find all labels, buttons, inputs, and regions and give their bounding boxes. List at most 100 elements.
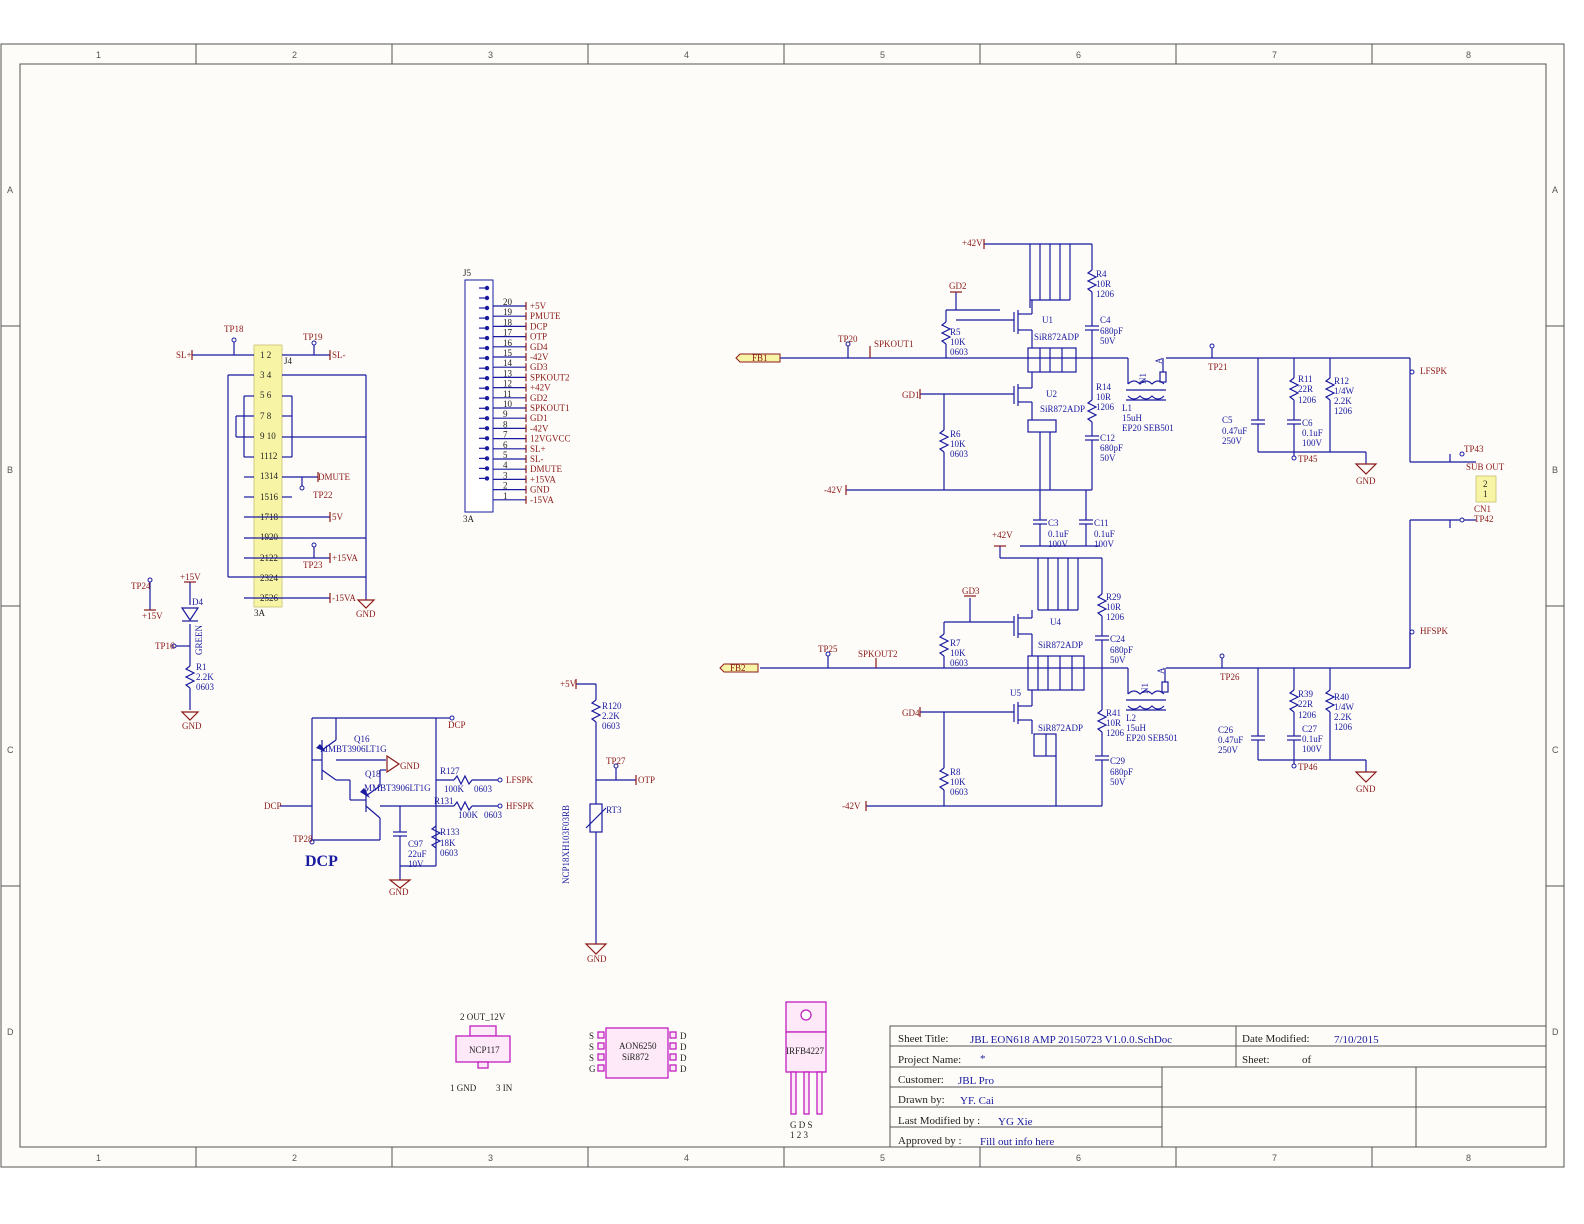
j4-connector: 1 2 3 4 5 6 7 8 9 10 1112 1314 1516 1718… (176, 324, 376, 619)
tp-label: TP20 (838, 334, 858, 344)
j5-net-label: OTP (530, 332, 547, 342)
j5-net-label: GD2 (530, 393, 548, 403)
res-value: 2.2K (602, 711, 620, 721)
net-label: GD2 (949, 281, 967, 291)
project-label: Project Name: (898, 1054, 961, 1066)
row-label: D (7, 1027, 14, 1037)
mosfet-part: SiR872ADP (1038, 640, 1083, 650)
j5-pin-number: 11 (503, 389, 512, 399)
res-ref: R39 (1298, 689, 1314, 699)
j5-net-label: GD3 (530, 362, 548, 372)
sheet-title-value: JBL EON618 AMP 20150723 V1.0.0.SchDoc (970, 1034, 1172, 1046)
irfb4227-part: IRFB4227 G D S 1 2 3 (785, 1001, 827, 1140)
pin-label: S (589, 1053, 594, 1063)
cap-rating: 100V (1302, 438, 1323, 448)
connector-ref: CN1 (1474, 504, 1491, 514)
inductor-pin: A (1154, 357, 1164, 364)
net-label: FB2 (730, 663, 746, 673)
pin-label: G (589, 1064, 596, 1074)
mosfet-part: SiR872ADP (1034, 332, 1079, 342)
row-label: B (7, 465, 13, 475)
led-color: GREEN (194, 625, 204, 655)
pin-label: D (680, 1031, 687, 1041)
net-label: DCP (448, 720, 466, 730)
col-label: 8 (1466, 50, 1471, 60)
j5-net-label: +5V (530, 301, 547, 311)
gnd-label: GND (1356, 784, 1376, 794)
ncp117-part: 2 OUT_12V NCP117 1 GND 3 IN (450, 1012, 513, 1093)
tp-label: TP46 (1298, 762, 1318, 772)
col-label: 1 (96, 1153, 101, 1163)
j4-pin: 5 6 (260, 390, 272, 400)
inductor-label: N1 (1140, 683, 1150, 694)
row-label: C (7, 745, 14, 755)
amp-channel-2: +42V GD3 GD4 -42V FB2 TP25 SPKOUT2 TP26 … (719, 530, 1449, 811)
transistor-part: MMBT3906LT1G (320, 744, 387, 754)
cap-rating: 100V (1048, 539, 1069, 549)
net-label: -42V (842, 801, 861, 811)
net-label: SPKOUT2 (858, 649, 898, 659)
inductor-value: 15uH (1126, 723, 1147, 733)
row-label: C (1552, 745, 1559, 755)
row-label: D (1552, 1027, 1559, 1037)
res-value: 22R (1298, 699, 1313, 709)
res-value: 10K (950, 777, 966, 787)
irf-part: IRFB4227 (786, 1046, 825, 1056)
res-package: 1206 (1298, 710, 1317, 720)
cap-rating: 100V (1094, 539, 1115, 549)
net-label: +42V (992, 530, 1013, 540)
inductor-label: N1 (1138, 373, 1148, 384)
j4-pin: 1516 (260, 492, 279, 502)
res-package: 0603 (196, 682, 215, 692)
date-value: 7/10/2015 (1334, 1034, 1379, 1046)
net-label: +15V (142, 611, 163, 621)
net-label: -15VA (332, 593, 356, 603)
j5-pin-number: 4 (503, 460, 508, 470)
res-package: 0603 (484, 810, 503, 820)
res-power: 1/4W (1334, 386, 1355, 396)
pin-label: D (680, 1053, 687, 1063)
cap-value: 680pF (1110, 645, 1133, 655)
otp-section: +5V TP27 OTP GND R120 2.2K 0603 RT3 NCP1… (560, 679, 655, 964)
approved-label: Approved by : (898, 1135, 962, 1147)
net-label: DCP (264, 801, 282, 811)
j5-net-label: SL+ (530, 444, 546, 454)
res-value: 10K (950, 439, 966, 449)
res-value: 10R (1106, 718, 1121, 728)
tp-label: TP23 (303, 560, 323, 570)
res-ref: R6 (950, 429, 961, 439)
res-package: 0603 (950, 347, 969, 357)
j5-pin-number: 3 (503, 470, 508, 480)
j5-variant: 3A (463, 514, 475, 524)
cn1-body (1475, 475, 1497, 503)
ncp-pin-left: 1 GND (450, 1083, 477, 1093)
gnd-label: GND (400, 761, 420, 771)
j5-pin-number: 12 (503, 379, 512, 389)
res-ref: R5 (950, 327, 961, 337)
net-label: GD1 (902, 390, 920, 400)
cap-value: 0.47uF (1218, 735, 1243, 745)
net-label: SL- (332, 350, 346, 360)
ncp-part: NCP117 (469, 1045, 500, 1055)
res-value: 18K (440, 838, 456, 848)
gnd-label: GND (356, 609, 376, 619)
net-label: DMUTE (318, 472, 350, 482)
j5-net-label: +15VA (530, 474, 556, 484)
grid-lines (1, 44, 1564, 1167)
col-label: 5 (880, 1153, 885, 1163)
j5-pin-number: 6 (503, 440, 508, 450)
mosfet-part: SiR872ADP (1040, 404, 1085, 414)
net-label: OTP (638, 775, 655, 785)
net-label: +15V (180, 572, 201, 582)
cap-ref: C11 (1094, 518, 1109, 528)
j5-pin-number: 18 (503, 317, 513, 327)
j4-pin: 1 2 (260, 350, 271, 360)
j5-pin-number: 13 (503, 368, 513, 378)
res-value: 2.2K (1334, 712, 1352, 722)
cn1-pin: 2 (1483, 479, 1488, 489)
inductor-ref: L1 (1122, 403, 1132, 413)
tp-label: TP22 (313, 490, 333, 500)
tp-label: TP18 (224, 324, 244, 334)
sheet-label: Sheet: (1242, 1054, 1270, 1066)
cap-rating: 100V (1302, 744, 1323, 754)
